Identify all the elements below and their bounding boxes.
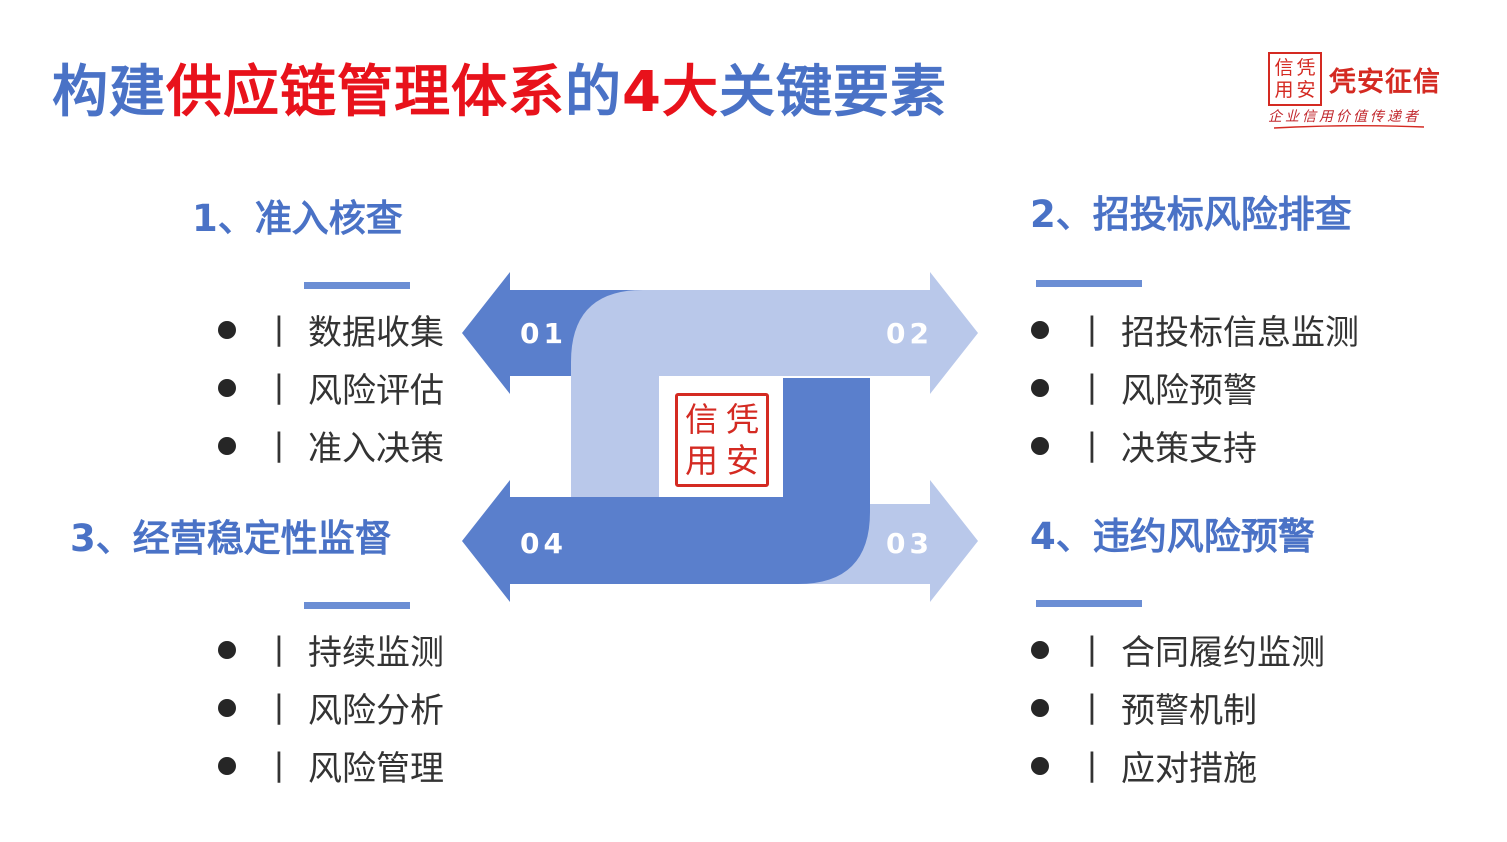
- bullet-icon: [1031, 378, 1049, 397]
- title-part-3: 的: [565, 60, 622, 125]
- brand-underline-swoosh: [1274, 125, 1424, 129]
- section-heading-2: 2、招投标风险排查: [1030, 193, 1352, 236]
- bullet-icon: [218, 436, 236, 455]
- title-part-1: 构建: [52, 60, 166, 125]
- brand-logo: 凭安征信 企业信用价值传递者: [1268, 52, 1468, 132]
- bullet-icon: [1031, 436, 1049, 455]
- bullet-icon: [218, 756, 236, 775]
- center-seal-icon: 信 凭 用 安: [675, 393, 769, 487]
- list-item: 丨风险分析: [218, 683, 444, 732]
- seal-char: 安: [1296, 78, 1316, 101]
- step-label-01: 01: [520, 317, 567, 350]
- list-item: 丨决策支持: [1031, 421, 1257, 470]
- brand-seal-icon: 信 凭 用 安: [1268, 52, 1322, 106]
- arrow-04: [462, 378, 870, 602]
- list-item: 丨风险评估: [218, 363, 444, 412]
- seal-char: 信: [685, 400, 718, 439]
- list-item: 丨合同履约监测: [1031, 625, 1325, 674]
- bullet-icon: [1031, 640, 1049, 659]
- heading-underline: [1036, 600, 1142, 607]
- seal-char: 安: [726, 441, 759, 480]
- heading-underline: [304, 282, 410, 289]
- brand-name: 凭安征信: [1329, 67, 1441, 98]
- bullet-icon: [218, 320, 236, 339]
- bullet-icon: [1031, 698, 1049, 717]
- section-heading-3: 3、经营稳定性监督: [70, 517, 392, 560]
- page-title: 构建供应链管理体系的4大关键要素: [52, 62, 947, 124]
- arrow-02: [571, 272, 978, 497]
- bullet-icon: [218, 640, 236, 659]
- section-heading-4: 4、违约风险预警: [1030, 515, 1315, 558]
- step-label-04: 04: [520, 527, 567, 560]
- seal-char: 信: [1274, 56, 1294, 79]
- seal-char: 凭: [726, 400, 759, 439]
- bullet-icon: [218, 698, 236, 717]
- seal-char: 用: [1274, 78, 1294, 101]
- list-item: 丨招投标信息监测: [1031, 305, 1359, 354]
- heading-underline: [1036, 280, 1142, 287]
- seal-char: 凭: [1296, 56, 1316, 79]
- list-item: 丨风险管理: [218, 741, 444, 790]
- title-part-2: 供应链管理体系: [166, 60, 565, 125]
- bullet-icon: [218, 378, 236, 397]
- list-item: 丨数据收集: [218, 305, 444, 354]
- step-label-03: 03: [886, 527, 933, 560]
- section-heading-1: 1、准入核查: [192, 197, 403, 240]
- title-part-5: 关键要素: [718, 60, 947, 125]
- seal-char: 用: [685, 441, 718, 480]
- list-item: 丨预警机制: [1031, 683, 1257, 732]
- list-item: 丨应对措施: [1031, 741, 1257, 790]
- list-item: 丨准入决策: [218, 421, 444, 470]
- bullet-icon: [1031, 320, 1049, 339]
- step-label-02: 02: [886, 317, 933, 350]
- title-part-4: 4大: [622, 60, 719, 125]
- heading-underline: [304, 602, 410, 609]
- list-item: 丨风险预警: [1031, 363, 1257, 412]
- list-item: 丨持续监测: [218, 625, 444, 674]
- bullet-icon: [1031, 756, 1049, 775]
- brand-slogan: 企业信用价值传递者: [1268, 109, 1421, 125]
